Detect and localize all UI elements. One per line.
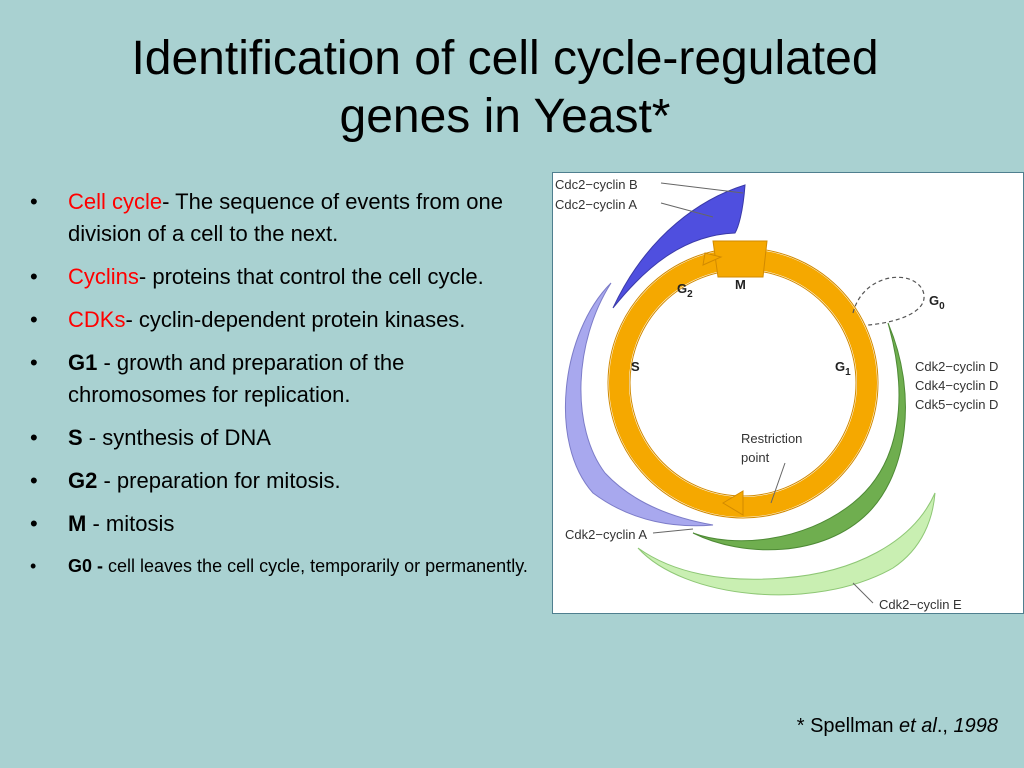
label-cdk2-cyclin-a: Cdk2−cyclin A bbox=[565, 527, 647, 542]
bullet-glyph: • bbox=[30, 511, 38, 536]
bullet-text: - mitosis bbox=[86, 511, 175, 536]
label-g2-sub: 2 bbox=[687, 289, 693, 300]
label-g1-letter: G bbox=[835, 359, 845, 374]
bullet-cyclins: • Cyclins- proteins that control the cell… bbox=[30, 261, 530, 293]
bullet-g2: • G2 - preparation for mitosis. bbox=[30, 465, 530, 497]
label-cdk2-cyclin-d: Cdk2−cyclin D bbox=[915, 359, 998, 374]
bullet-text: - preparation for mitosis. bbox=[97, 468, 341, 493]
label-cdc2-cyclin-a: Cdc2−cyclin A bbox=[555, 197, 637, 212]
label-g1-sub: 1 bbox=[845, 367, 851, 378]
bullet-term: Cell cycle bbox=[68, 189, 163, 214]
bullet-text: - growth and preparation of the chromoso… bbox=[68, 350, 405, 407]
bullet-g1: • G1 - growth and preparation of the chro… bbox=[30, 347, 530, 411]
bullet-g0: • G0 - cell leaves the cell cycle, tempor… bbox=[30, 551, 530, 581]
label-m: M bbox=[735, 277, 746, 292]
bullet-term: CDKs bbox=[68, 307, 126, 332]
bullet-text: - synthesis of DNA bbox=[82, 425, 271, 450]
bullet-glyph: • bbox=[30, 189, 38, 214]
bullet-glyph: • bbox=[30, 425, 38, 450]
label-g0-sub: 0 bbox=[939, 301, 945, 312]
label-cdc2-cyclin-b: Cdc2−cyclin B bbox=[555, 177, 638, 192]
bullet-glyph: • bbox=[30, 264, 38, 289]
leader-cdk2-e bbox=[852, 582, 874, 604]
label-cdk4-cyclin-d: Cdk4−cyclin D bbox=[915, 378, 998, 393]
leader-cdk2-a bbox=[652, 528, 694, 534]
bullet-list: • Cell cycle- The sequence of events from… bbox=[30, 186, 530, 592]
bullet-cdks: • CDKs- cyclin-dependent protein kinases. bbox=[30, 304, 530, 336]
bullet-term: S bbox=[68, 425, 83, 450]
label-g0-letter: G bbox=[929, 293, 939, 308]
leader-cdc2-a bbox=[660, 202, 714, 218]
bullet-term: G2 bbox=[68, 468, 98, 493]
cyclin-d-band bbox=[692, 322, 906, 551]
bullet-m: • M - mitosis bbox=[30, 508, 530, 540]
g1-arrow bbox=[722, 490, 744, 516]
cyclin-e-band bbox=[637, 492, 936, 596]
label-point: point bbox=[741, 450, 770, 465]
bullet-cell-cycle: • Cell cycle- The sequence of events from… bbox=[30, 186, 530, 250]
label-cdk5-cyclin-d: Cdk5−cyclin D bbox=[915, 397, 998, 412]
label-g0: G0 bbox=[929, 293, 945, 312]
cyclin-a-band bbox=[564, 282, 714, 527]
citation-suffix: ., bbox=[936, 715, 954, 737]
title-line-1: Identification of cell cycle-regulated bbox=[131, 32, 879, 85]
citation: * Spellman et al., 1998 bbox=[797, 715, 998, 738]
cell-cycle-figure: Cdc2−cyclin B Cdc2−cyclin A G0 Cdk2−cycl… bbox=[552, 172, 1024, 614]
bullet-term: Cyclins bbox=[68, 264, 139, 289]
citation-etal: et al bbox=[899, 715, 937, 737]
citation-prefix: * Spellman bbox=[796, 715, 900, 737]
bullet-text: cell leaves the cell cycle, temporarily … bbox=[103, 556, 528, 576]
label-g1: G1 bbox=[835, 359, 851, 378]
bullet-glyph: • bbox=[30, 468, 38, 493]
g0-loop bbox=[852, 276, 925, 326]
bullet-term: G0 - bbox=[68, 556, 104, 576]
bullet-text: - proteins that control the cell cycle. bbox=[138, 264, 484, 289]
title-line-2: genes in Yeast* bbox=[339, 90, 671, 143]
leader-cdc2-b bbox=[660, 182, 744, 194]
label-restriction: Restriction bbox=[741, 431, 802, 446]
label-cdk2-cyclin-e: Cdk2−cyclin E bbox=[879, 597, 962, 612]
bullet-term: M bbox=[68, 511, 87, 536]
leader-restriction bbox=[770, 462, 786, 504]
cyclin-b-band bbox=[612, 184, 746, 309]
label-s: S bbox=[631, 359, 640, 374]
m-phase-block bbox=[712, 240, 768, 278]
cell-cycle-diagram: Cdc2−cyclin B Cdc2−cyclin A G0 Cdk2−cycl… bbox=[555, 177, 998, 612]
bullet-term: G1 bbox=[68, 350, 98, 375]
label-g2: G2 bbox=[677, 281, 693, 300]
slide-title: Identification of cell cycle-regulated g… bbox=[0, 30, 1010, 146]
bullet-text: - cyclin-dependent protein kinases. bbox=[125, 307, 466, 332]
cell-cycle-ring bbox=[609, 249, 877, 517]
bullet-glyph: • bbox=[30, 350, 38, 375]
citation-year: 1998 bbox=[953, 715, 999, 737]
label-g2-letter: G bbox=[677, 281, 687, 296]
bullet-glyph: • bbox=[30, 307, 38, 332]
bullet-glyph: • bbox=[30, 556, 37, 576]
bullet-text: - The sequence of events from one divisi… bbox=[68, 189, 503, 246]
g2-arrow bbox=[702, 252, 723, 266]
bullet-s: • S - synthesis of DNA bbox=[30, 422, 530, 454]
